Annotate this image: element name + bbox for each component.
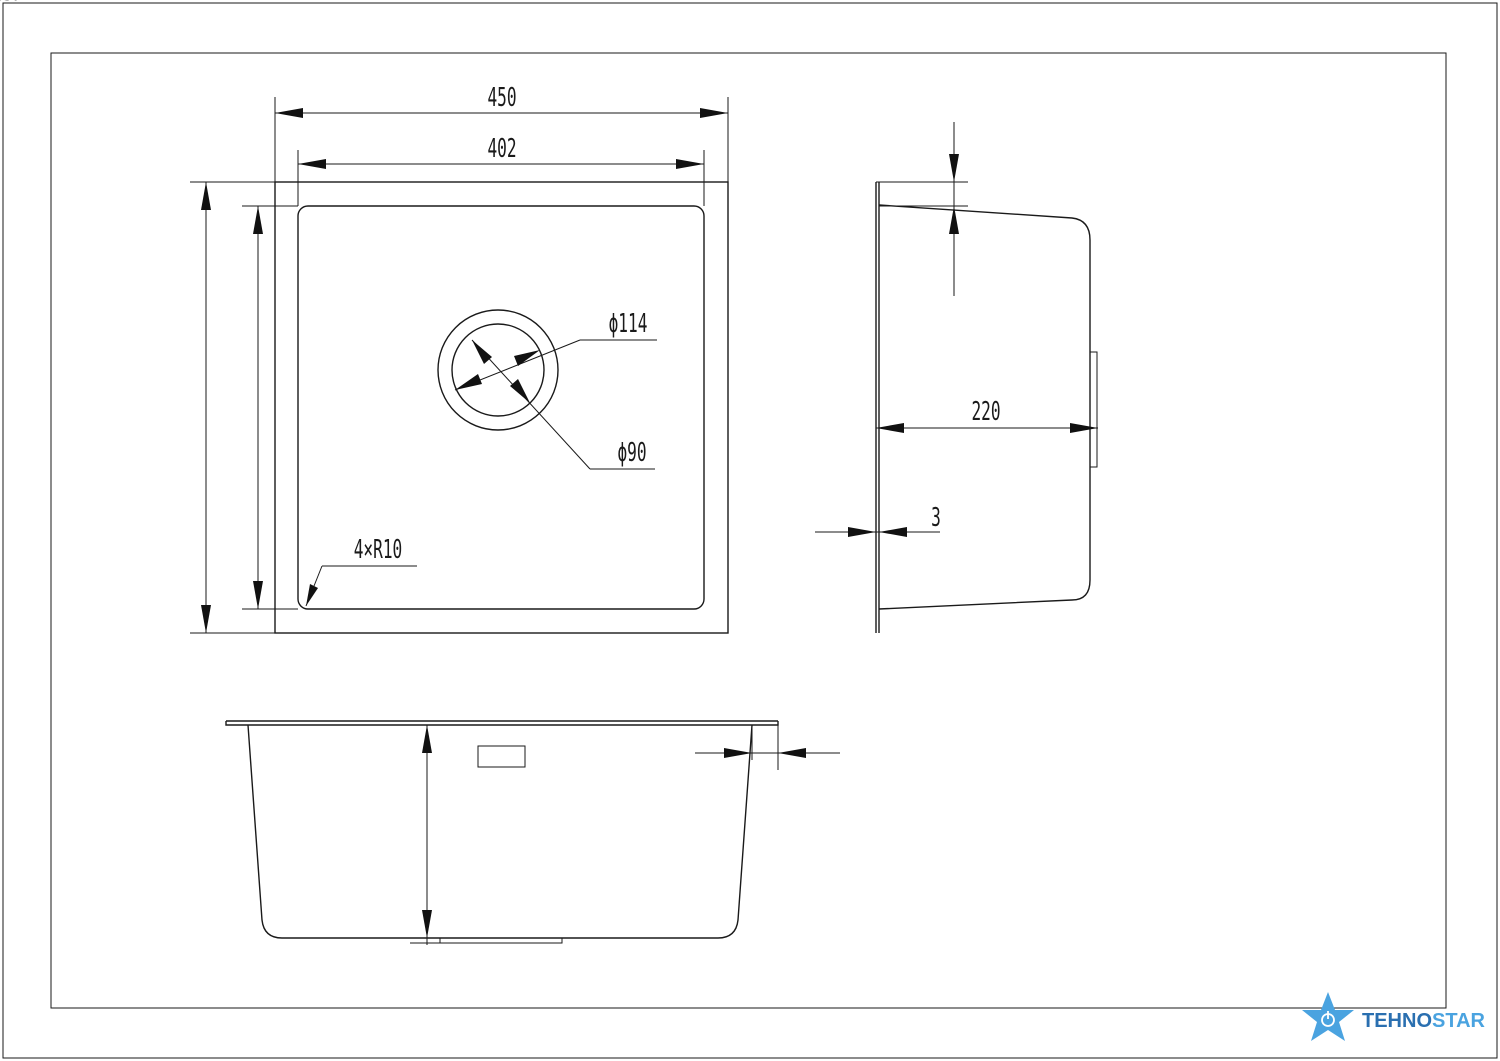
sink-outer-outline: [274, 181, 729, 634]
front-drain-stub: [439, 937, 563, 944]
logo-text: TEHNOSTAR: [1362, 1010, 1486, 1032]
drawing-frame: [50, 52, 1447, 1009]
label-left-450: 450: [0, 0, 23, 7]
tehnostar-logo: TEHNOSTAR: [1302, 992, 1486, 1041]
label-corner-radius: 4×R10: [354, 535, 403, 565]
side-overflow-tab: [1089, 351, 1098, 468]
label-side-220: 220: [971, 397, 1000, 427]
label-front-23: 23: [0, 0, 16, 7]
front-view: 220 23: [0, 0, 840, 945]
label-drain-114: ϕ114: [609, 309, 648, 339]
top-view: 450 402 450 402 ϕ114 ϕ90 4×R10: [0, 0, 729, 634]
side-view: 23 220 3: [0, 0, 1098, 633]
front-bowl-outline: [247, 724, 753, 939]
label-left-402: 402: [0, 0, 23, 7]
label-top-450: 450: [487, 83, 516, 113]
logo-text-accent: STAR: [1432, 1010, 1486, 1032]
label-side-23: 23: [0, 0, 16, 7]
drain-outer-circle: [437, 309, 559, 431]
logo-text-main: TEHNO: [1362, 1010, 1432, 1032]
sink-bowl-outline: [297, 205, 705, 610]
label-drain-90: ϕ90: [617, 438, 646, 468]
front-overflow-slot: [477, 745, 526, 768]
label-side-3: 3: [931, 503, 941, 533]
label-top-402: 402: [487, 134, 516, 164]
drain-inner-circle: [451, 323, 545, 417]
front-flange: [225, 721, 779, 726]
label-front-220: 220: [0, 0, 23, 7]
